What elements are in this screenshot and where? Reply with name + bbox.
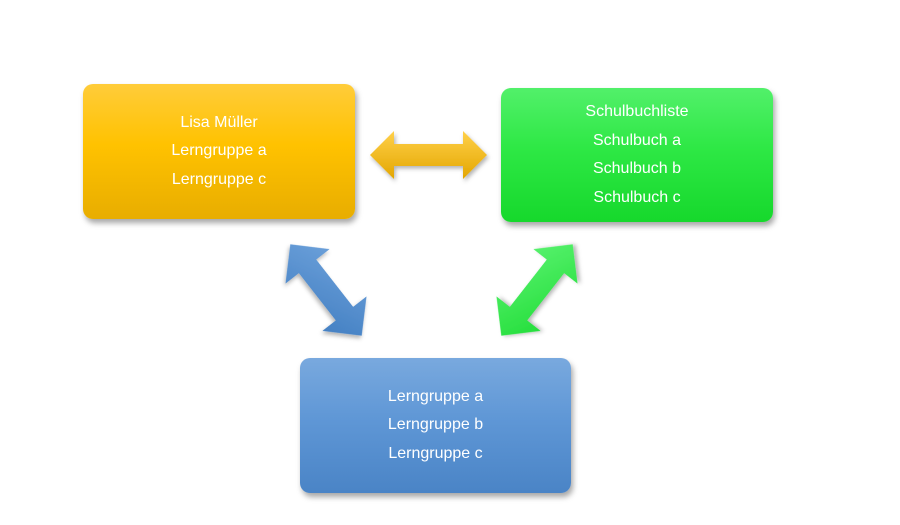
student-group-item: Lerngruppe a [171, 142, 267, 160]
book-item: Schulbuch c [593, 188, 681, 206]
learning-groups-box: Lerngruppe a Lerngruppe b Lerngruppe c [300, 358, 571, 493]
student-box: Lisa Müller Lerngruppe a Lerngruppe c [83, 84, 355, 219]
group-item: Lerngruppe a [387, 387, 484, 405]
student-name: Lisa Müller [180, 113, 258, 131]
student-group-item: Lerngruppe c [171, 170, 267, 188]
group-item: Lerngruppe b [387, 416, 484, 434]
double-arrow-books-groups [496, 244, 578, 336]
book-item: Schulbuch a [592, 131, 682, 149]
book-list-box: Schulbuchliste Schulbuch a Schulbuch b S… [501, 88, 773, 222]
double-arrow-student-books [370, 131, 487, 179]
group-item: Lerngruppe c [388, 444, 483, 462]
double-arrow-student-groups [285, 244, 367, 336]
book-list-title: Schulbuchliste [585, 103, 689, 120]
book-item: Schulbuch b [592, 160, 682, 177]
